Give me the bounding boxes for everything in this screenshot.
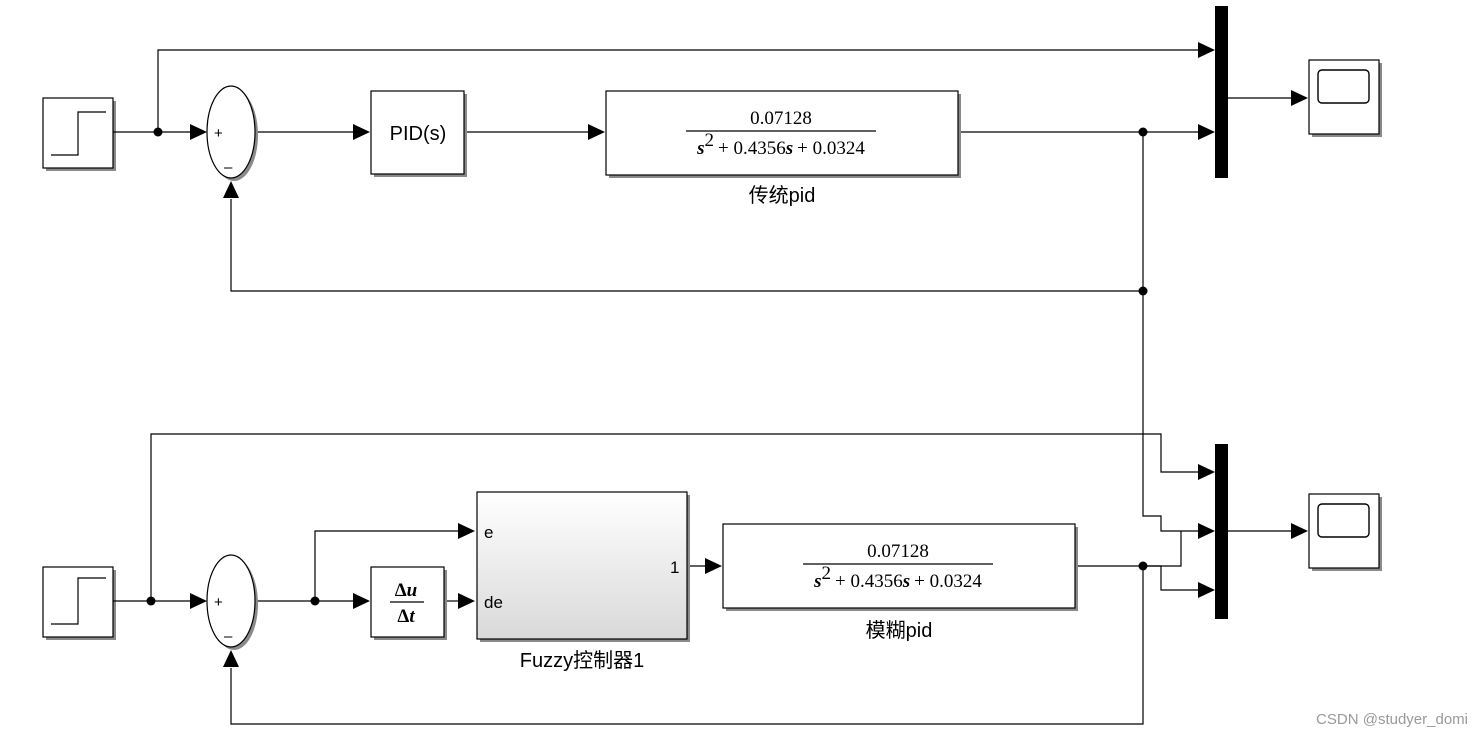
fuzzy-controller-caption: Fuzzy控制器1 xyxy=(520,649,644,672)
arrowhead xyxy=(588,124,605,140)
transfer-function-lower[interactable]: 0.07128 s2+ 0.4356s+ 0.0324 xyxy=(722,523,1078,611)
transfer-function-upper[interactable]: 0.07128 s2+ 0.4356s+ 0.0324 xyxy=(605,90,961,178)
step-source-upper[interactable] xyxy=(42,97,116,171)
sum-plus-sign: + xyxy=(214,125,223,142)
scope-upper[interactable] xyxy=(1308,59,1382,137)
arrowhead xyxy=(353,593,370,609)
tf-denominator: s2+ 0.4356s+ 0.0324 xyxy=(696,130,865,159)
scope-screen-icon xyxy=(1317,69,1370,104)
scope-screen-icon xyxy=(1317,503,1370,538)
junction-dot xyxy=(146,596,156,606)
derivative-block[interactable]: Δu Δt xyxy=(370,566,447,640)
step-source-lower[interactable] xyxy=(42,566,116,640)
arrowhead xyxy=(1198,42,1215,58)
arrowhead xyxy=(1291,523,1308,539)
sum-minus-sign: – xyxy=(224,628,233,645)
tf-numerator: 0.07128 xyxy=(867,541,929,562)
lower-wires xyxy=(113,425,1291,725)
mux-bar-upper[interactable] xyxy=(1215,6,1228,178)
tf-caption-upper: 传统pid xyxy=(749,184,816,207)
sum-block-lower[interactable]: + – xyxy=(206,554,258,650)
arrowhead xyxy=(223,650,239,667)
pid-label: PID(s) xyxy=(390,123,447,145)
arrowhead xyxy=(1198,464,1215,480)
sum-minus-sign: – xyxy=(224,159,233,176)
junction-dot xyxy=(1138,561,1148,571)
junction-dot xyxy=(1138,286,1148,296)
sum-block-upper[interactable]: + – xyxy=(206,85,258,181)
junction-dot xyxy=(1138,127,1148,137)
arrowhead xyxy=(190,593,207,609)
arrowhead xyxy=(353,124,370,140)
arrowhead xyxy=(1198,124,1215,140)
junction-dot xyxy=(153,127,163,137)
tf-numerator: 0.07128 xyxy=(750,108,812,129)
derivative-numerator: Δu xyxy=(395,580,418,601)
step-icon xyxy=(51,111,106,156)
arrowhead xyxy=(1198,582,1215,598)
lower-loop: + – Δu Δt e de 1 Fuzzy控制器1 xyxy=(42,425,1382,725)
arrowhead xyxy=(223,181,239,198)
upper-wires xyxy=(113,49,1291,425)
fuzzy-port-e: e xyxy=(484,523,493,542)
sum-plus-sign: + xyxy=(214,594,223,611)
arrowhead xyxy=(190,124,207,140)
upper-loop: + – PID(s) 0.07128 s2+ 0.4356s+ 0.0324 传… xyxy=(42,6,1382,425)
tf-caption-lower: 模糊pid xyxy=(866,619,933,642)
arrowhead xyxy=(1291,90,1308,106)
arrowhead xyxy=(458,523,475,539)
step-icon xyxy=(51,577,106,625)
fuzzy-output-port: 1 xyxy=(670,558,679,577)
fuzzy-controller-block[interactable]: e de 1 xyxy=(476,491,690,642)
arrowhead xyxy=(458,593,475,609)
mux-bar-lower[interactable] xyxy=(1215,444,1228,619)
fuzzy-port-de: de xyxy=(484,593,503,612)
arrowhead xyxy=(705,558,722,574)
pid-controller-block[interactable]: PID(s) xyxy=(370,90,467,177)
arrowhead xyxy=(1198,523,1215,539)
scope-lower[interactable] xyxy=(1308,493,1382,571)
derivative-denominator: Δt xyxy=(397,606,415,627)
tf-denominator: s2+ 0.4356s+ 0.0324 xyxy=(813,563,982,592)
junction-dot xyxy=(310,596,320,606)
watermark: CSDN @studyer_domi xyxy=(1316,711,1468,728)
